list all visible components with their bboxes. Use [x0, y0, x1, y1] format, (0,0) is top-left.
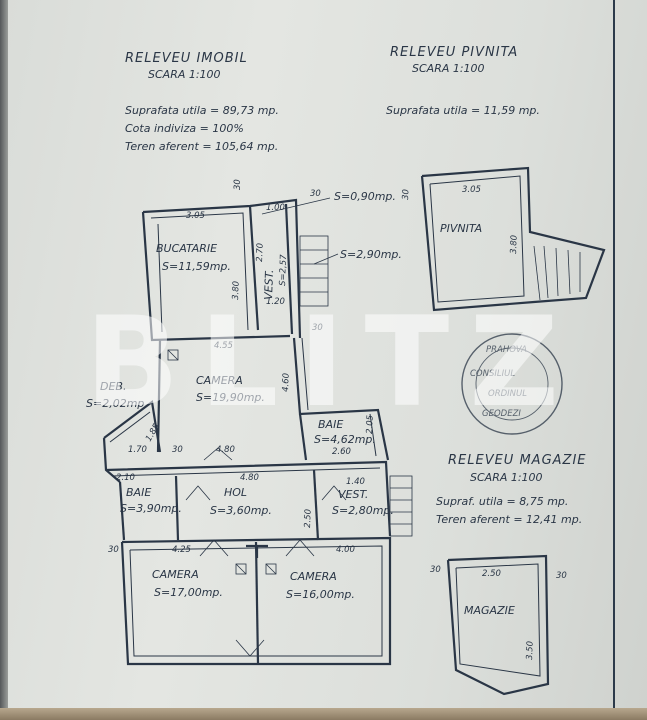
storage-plan-note-1: Supraf. utila = 8,75 mp.: [436, 495, 568, 508]
dimension-label: 1.40: [346, 477, 365, 487]
dimension-label: 1.20: [266, 297, 285, 307]
room-vestibule-1-area: S=2,57: [278, 254, 289, 286]
dimension-label: 2.60: [332, 447, 351, 457]
callout-area-1: S=0,90mp.: [334, 190, 396, 203]
dimension-label: 4.80: [216, 445, 235, 455]
main-house-room-labels: BUCATARIE S=11,59mp. VEST. S=2,57 CAMERA…: [86, 190, 402, 601]
dimension-label: 4.80: [240, 473, 259, 483]
stamp-text: CONSILIUL: [470, 369, 515, 379]
room-vestibule-2-area: S=2,80mp.: [332, 504, 394, 517]
dimension-label: 4.00: [336, 545, 355, 555]
room-storage-name: MAGAZIE: [464, 604, 515, 617]
dimension-label: 1.00: [266, 203, 285, 213]
room-kitchen-name: BUCATARIE: [156, 242, 217, 255]
dimension-label: 30: [233, 179, 243, 190]
room-kitchen-area: S=11,59mp.: [162, 260, 231, 273]
room-camera-3-area: S=16,00mp.: [286, 588, 355, 601]
cellar-plan-note: Suprafata utila = 11,59 mp.: [386, 104, 540, 117]
room-bath-1-name: BAIE: [318, 418, 343, 431]
main-plan-scale: SCARA 1:100: [148, 68, 221, 81]
storage-dimension: 30: [556, 571, 567, 581]
callout-area-2: S=2,90mp.: [340, 248, 402, 261]
dimension-label: 2.05: [365, 415, 376, 434]
room-camera-3-name: CAMERA: [290, 570, 337, 583]
storage-plan-scale: SCARA 1:100: [470, 471, 543, 484]
room-hall-area: S=3,60mp.: [210, 504, 272, 517]
stamp-text: GEODEZI: [482, 409, 521, 419]
sheet-border-line: [613, 0, 615, 720]
cellar-plan-scale: SCARA 1:100: [412, 62, 485, 75]
room-bath-2-name: BAIE: [126, 486, 151, 499]
dimension-label: 30: [310, 189, 321, 199]
dimension-label: 2.50: [303, 509, 314, 528]
main-plan-note-3: Teren aferent = 105,64 mp.: [125, 140, 278, 153]
storage-dimension: 30: [430, 565, 441, 575]
dimension-label: 4.60: [281, 373, 292, 392]
storage-plan-note-2: Teren aferent = 12,41 mp.: [436, 513, 582, 526]
watermark: BLITZ: [84, 291, 580, 435]
cellar-plan-title: RELEVEU PIVNITA: [390, 45, 518, 60]
storage-plan-title: RELEVEU MAGAZIE: [448, 453, 587, 468]
cellar-dimension: 3.80: [509, 235, 520, 254]
dimension-label: 30: [108, 545, 119, 555]
room-bath-1-area: S=4,62mp.: [314, 433, 376, 446]
room-bath-2-area: S=3,90mp.: [120, 502, 182, 515]
main-plan-title: RELEVEU IMOBIL: [125, 51, 248, 66]
main-house-walls: [102, 197, 413, 666]
room-camera-2-name: CAMERA: [152, 568, 199, 581]
dimension-label: 2.70: [255, 243, 266, 262]
storage-dimension: 3.50: [525, 641, 536, 660]
room-camera-1-area: S=19,90mp.: [196, 391, 265, 404]
room-camera-2-area: S=17,00mp.: [154, 586, 223, 599]
dimension-label: 30: [312, 323, 323, 333]
storage-dimension: 2.50: [482, 569, 501, 579]
stamp-text: ORDINUL: [488, 389, 527, 399]
room-hall-name: HOL: [224, 486, 247, 499]
cellar-plan: PIVNITA 3.05 3.80 30: [401, 166, 606, 312]
official-stamp: PRAHOVA CONSILIUL ORDINUL GEODEZI: [461, 333, 563, 435]
dimension-label: 30: [172, 445, 183, 455]
storage-plan: MAGAZIE 2.50 3.50 30 30: [430, 554, 567, 696]
room-camera-1-name: CAMERA: [196, 374, 243, 387]
dimension-label: 4.55: [214, 341, 233, 351]
dimension-label: 4.25: [172, 545, 191, 555]
dimension-label: 1.70: [128, 445, 147, 455]
dimension-label: 3.80: [231, 281, 242, 300]
dimension-label: 3.05: [186, 211, 205, 221]
cellar-dimension: 3.05: [462, 185, 481, 195]
stamp-text: PRAHOVA: [486, 345, 527, 355]
room-cellar-name: PIVNITA: [440, 222, 482, 235]
main-plan-note-2: Cota indiviza = 100%: [125, 122, 244, 135]
room-deb-area: S=2,02mp.: [86, 397, 148, 410]
room-vestibule-1-name: VEST.: [262, 269, 276, 300]
sheet-bottom-edge: [0, 708, 647, 720]
room-deb-name: DEB.: [100, 380, 126, 393]
main-house-dimensions: 30 3.05 30 1.00 2.70 3.80 1.20 4.55 30 4…: [108, 179, 376, 555]
dimension-label: 2.10: [116, 473, 135, 483]
sheet-left-edge: [0, 0, 8, 720]
cellar-dimension: 30: [401, 189, 411, 200]
main-plan-note-1: Suprafata utila = 89,73 mp.: [125, 104, 279, 117]
room-vestibule-2-name: VEST.: [338, 488, 368, 501]
